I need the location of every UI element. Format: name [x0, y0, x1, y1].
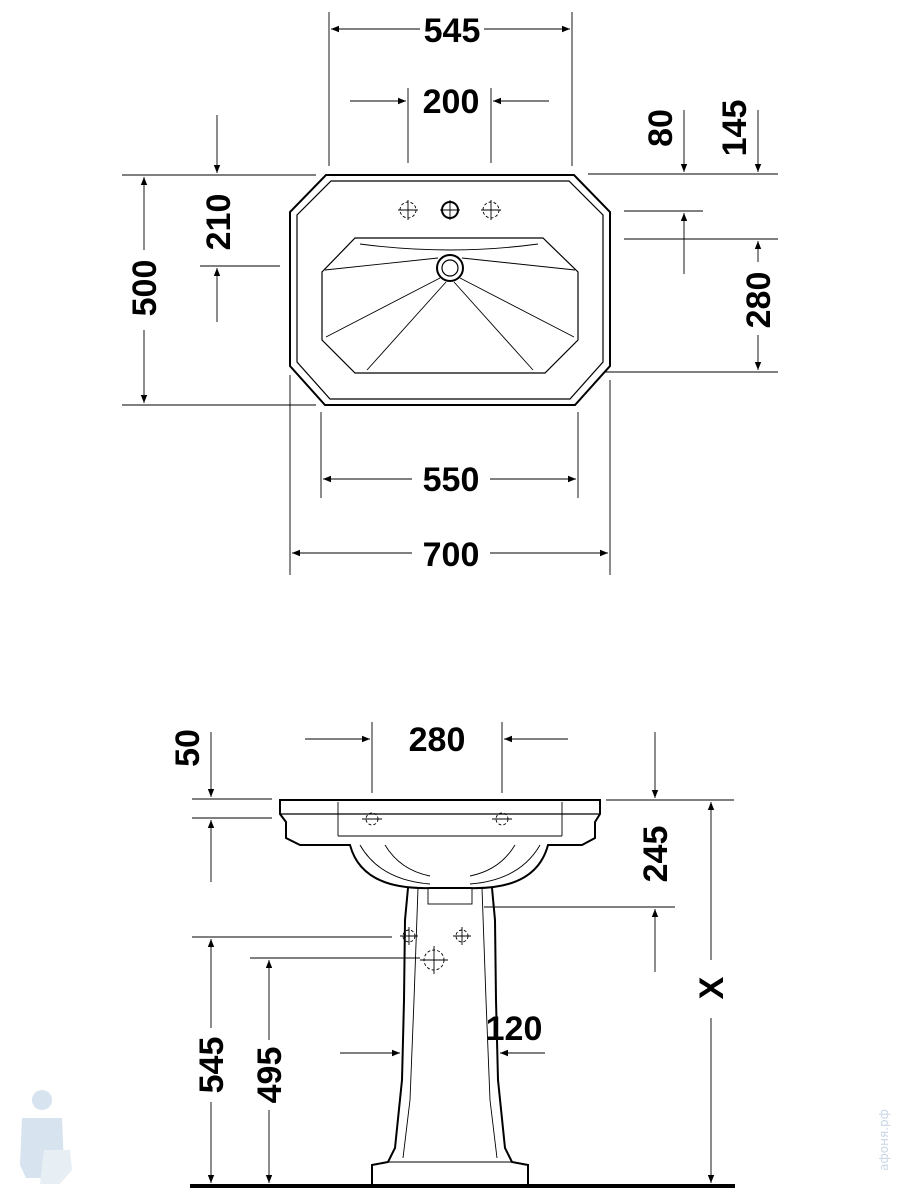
dim-145-label: 145: [716, 100, 754, 157]
drain-icon: [436, 254, 464, 282]
side-view: 280 50 245 X 120: [169, 721, 735, 1188]
basin-outline-outer: [289, 174, 611, 406]
dim-120: 120: [340, 1010, 545, 1057]
dim-50: 50: [169, 729, 272, 882]
dim-280-side-label: 280: [409, 721, 466, 759]
bowl-outline: [321, 237, 579, 374]
dim-545-label: 545: [424, 12, 481, 50]
dim-545-side-label: 545: [193, 1037, 231, 1094]
dim-700: 700: [289, 375, 611, 575]
dim-280-side: 280: [305, 721, 568, 793]
dim-x: X: [693, 802, 731, 1183]
dim-545-side: 545: [192, 936, 392, 1183]
dim-210-label: 210: [200, 194, 238, 251]
dim-50-label: 50: [169, 729, 207, 767]
dim-550-label: 550: [423, 461, 480, 499]
dim-245-label: 245: [637, 826, 675, 883]
dim-280-top-label: 280: [740, 272, 778, 329]
basin-outline-inner: [296, 180, 604, 400]
side-tap-holes: [362, 812, 512, 826]
bowl-flutes: [324, 257, 576, 371]
dim-200-label: 200: [423, 83, 480, 121]
dim-500: 500: [122, 174, 316, 406]
dim-210: 210: [200, 115, 280, 322]
basin-side-outline: [279, 799, 601, 890]
dim-700-label: 700: [423, 536, 480, 574]
dim-245: 245: [484, 732, 734, 972]
dim-80-145: 80 145: [588, 100, 778, 274]
dim-500-label: 500: [126, 260, 164, 317]
watermark-logo: [20, 1090, 72, 1184]
dim-495: 495: [250, 957, 420, 1183]
bowl-inner-curve: [359, 243, 539, 251]
dim-120-label: 120: [486, 1010, 543, 1048]
dim-495-label: 495: [251, 1047, 289, 1104]
dim-280-top: 280: [604, 238, 778, 373]
dim-550: 550: [320, 412, 579, 499]
tap-holes: [398, 200, 501, 220]
dim-200: 200: [350, 83, 549, 163]
dim-80-label: 80: [642, 109, 680, 147]
dim-x-label: X: [693, 976, 731, 999]
top-view: 545 200 80 145 280: [122, 12, 778, 575]
dim-545: 545: [328, 12, 573, 166]
watermark-text: афоня.рф: [877, 1109, 891, 1171]
